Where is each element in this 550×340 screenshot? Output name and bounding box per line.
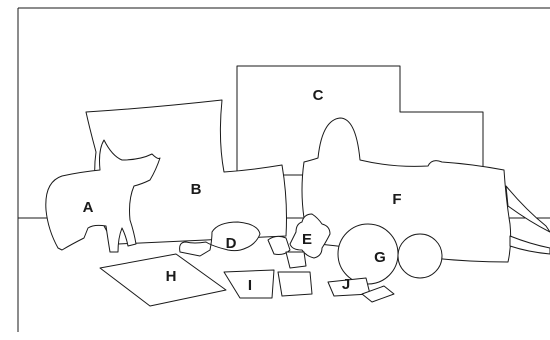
label-a: A: [83, 199, 94, 216]
object-i-card-small: [277, 271, 313, 297]
label-b: B: [191, 181, 202, 198]
label-i: I: [248, 277, 252, 294]
label-f: F: [392, 191, 401, 208]
object-i-card: [223, 269, 275, 299]
object-g-ball-right: [397, 233, 443, 279]
label-j: J: [342, 276, 350, 293]
label-e: E: [302, 231, 312, 248]
object-f-strap-lower: [509, 235, 550, 255]
label-g: G: [374, 249, 386, 266]
label-c: C: [313, 87, 324, 104]
object-d-toy: [179, 221, 261, 257]
small-piece-left: [267, 235, 291, 255]
object-h-mat: [99, 253, 227, 307]
object-j-piece-right: [361, 285, 395, 303]
object-a-dog: [45, 139, 161, 253]
small-piece-mid: [285, 251, 307, 269]
label-d: D: [226, 235, 237, 252]
object-e-gear: [289, 213, 331, 259]
object-f-strap: [505, 185, 550, 233]
label-h: H: [166, 268, 177, 285]
object-f-bag: [301, 117, 512, 263]
